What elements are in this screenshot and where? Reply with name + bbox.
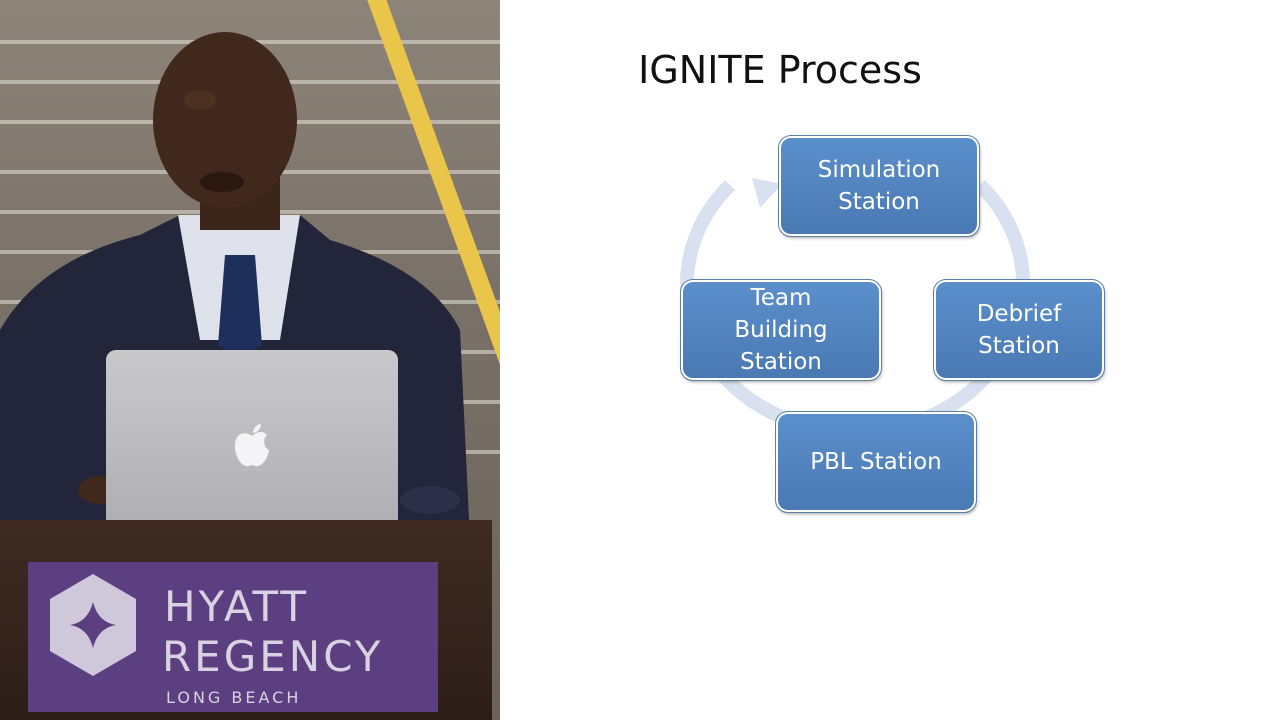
sign-long-beach-text: LONG BEACH bbox=[166, 688, 302, 707]
slide-area bbox=[500, 0, 1280, 720]
sign-hyatt-text: HYATT bbox=[164, 582, 310, 631]
station-label-line: Station bbox=[838, 189, 920, 215]
station-label-line: Debrief bbox=[976, 300, 1062, 327]
station-label-line: Building bbox=[734, 316, 828, 343]
cycle-arrowhead-icon bbox=[752, 178, 782, 208]
sign-regency-text: REGENCY bbox=[162, 632, 384, 681]
station-label-line: Team bbox=[750, 284, 812, 311]
station-team-building: Team Building Station bbox=[680, 279, 882, 381]
station-pbl: PBL Station bbox=[775, 411, 977, 513]
apple-logo-icon bbox=[234, 424, 269, 467]
station-label-line: Station bbox=[978, 333, 1060, 359]
slide-title: IGNITE Process bbox=[638, 48, 922, 92]
station-debrief: Debrief Station bbox=[933, 279, 1105, 381]
hyatt-logo-icon bbox=[50, 574, 136, 676]
station-label-line: Simulation bbox=[817, 156, 941, 183]
station-label-line: Station bbox=[740, 349, 822, 376]
station-label-line: PBL Station bbox=[810, 448, 942, 475]
cycle-arrow-ring bbox=[680, 178, 1030, 439]
station-simulation: Simulation Station bbox=[778, 135, 980, 237]
presenter-video: HYATT REGENCY LONG BEACH bbox=[0, 0, 500, 720]
